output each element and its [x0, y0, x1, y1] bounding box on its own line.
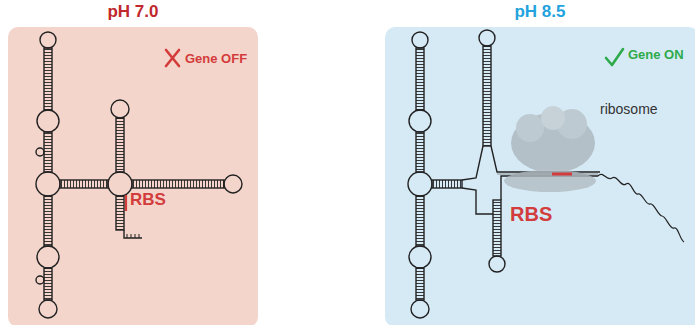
hairpin-loop — [111, 100, 129, 118]
on-check — [606, 49, 623, 65]
bulge — [36, 276, 44, 284]
stem — [116, 196, 124, 230]
rbs-label: RBS — [130, 190, 166, 210]
off-cross — [166, 50, 179, 66]
hairpin-loop — [39, 300, 57, 318]
small-subunit — [504, 170, 596, 192]
internal-loop — [409, 246, 431, 268]
cross-stroke — [166, 50, 179, 66]
rna-tail — [124, 230, 142, 238]
tail-bases — [127, 234, 139, 238]
internal-loop — [37, 246, 59, 268]
ribosome-label: ribosome — [600, 101, 658, 117]
stem — [416, 268, 424, 300]
junction-loop — [108, 172, 132, 196]
hairpin-loop — [479, 30, 495, 46]
stem — [483, 46, 491, 146]
strand — [462, 188, 493, 214]
hairpin-loop — [224, 175, 242, 193]
peptide-chain — [598, 174, 684, 242]
hairpin-loop — [411, 300, 429, 318]
stem — [44, 48, 52, 110]
subunit-lobe — [541, 106, 565, 130]
internal-loop — [37, 110, 59, 132]
state-label: Gene ON — [628, 48, 684, 63]
start-codon-mark — [552, 173, 572, 176]
mrna-core — [497, 174, 598, 175]
internal-loop — [409, 110, 431, 132]
junction-loop — [408, 172, 432, 196]
subunit-lobe — [516, 114, 544, 142]
hairpin-loop — [412, 32, 428, 48]
stem — [416, 48, 424, 110]
rna-on-structure — [408, 30, 684, 318]
stem — [432, 180, 462, 188]
panel-title: pH 8.5 — [514, 2, 565, 22]
stem — [132, 180, 224, 188]
stem — [44, 196, 52, 246]
stem — [44, 132, 52, 172]
bulge — [36, 148, 44, 156]
panel-title: pH 7.0 — [107, 2, 158, 22]
rbs-mark — [125, 195, 127, 211]
hairpin-loop — [40, 32, 56, 48]
stem — [416, 132, 424, 172]
strand — [462, 146, 483, 180]
hairpin-loop — [489, 256, 505, 272]
rbs-stem — [493, 200, 501, 256]
rna-off-structure — [36, 32, 242, 318]
stem — [416, 196, 424, 246]
stem — [44, 268, 52, 300]
rbs-label: RBS — [510, 203, 552, 226]
ribosome-shape — [504, 106, 596, 192]
stem — [60, 180, 108, 188]
state-label: Gene OFF — [185, 52, 247, 67]
stem — [116, 118, 124, 172]
junction-loop — [36, 172, 60, 196]
cross-stroke — [166, 50, 179, 66]
